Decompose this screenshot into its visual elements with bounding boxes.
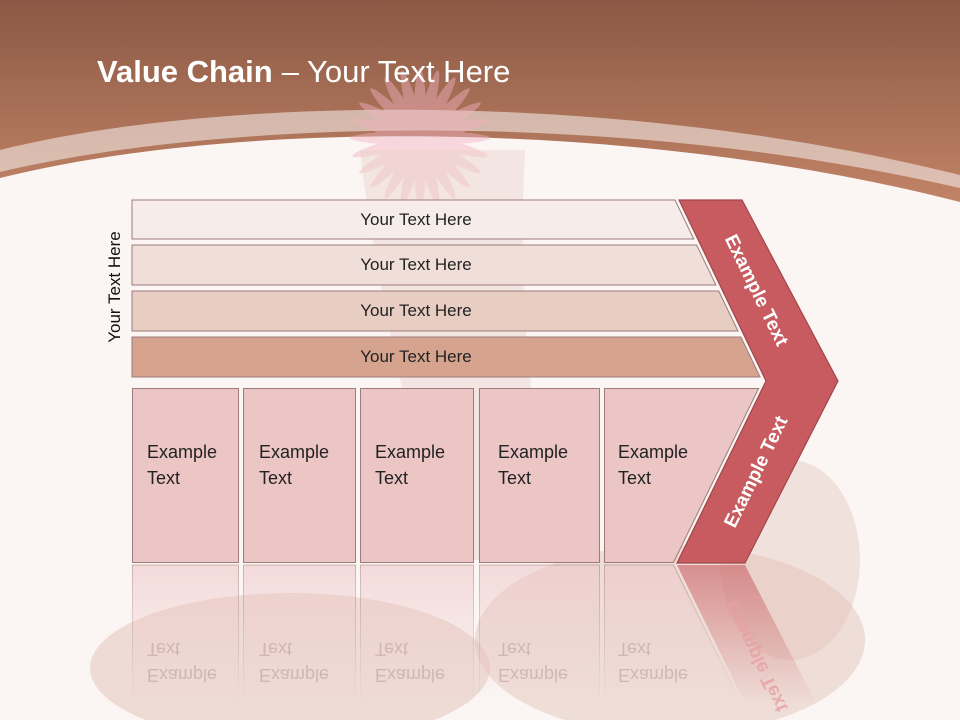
box-4 <box>479 388 600 563</box>
header-arc-band <box>0 109 960 188</box>
slide-title-bold: Value Chain <box>97 54 273 89</box>
reflection: Example Text <box>132 564 823 716</box>
box-5-label: Example Text <box>618 442 689 488</box>
bar-4 <box>131 336 761 378</box>
chevron-upper-arm <box>679 200 838 381</box>
box-1-reflection <box>132 564 239 716</box>
box-2-label: Example Text <box>259 442 330 488</box>
box-5-reflection <box>604 564 748 716</box>
bar-1-label: Your Text Here <box>360 210 472 229</box>
flower-image <box>350 68 490 208</box>
box-2 <box>243 388 356 563</box>
slide-title-regular: – Your Text Here <box>281 54 511 89</box>
flower-petal <box>352 118 488 158</box>
box-4-label-reflection: Example Text <box>498 639 569 685</box>
box-4-reflection <box>479 564 600 716</box>
flower-petal <box>350 131 490 145</box>
side-label: Your Text Here <box>105 231 124 343</box>
box-5-label-reflection: Example Text <box>618 639 689 685</box>
chevron-outline <box>676 199 839 564</box>
bar-3-label: Your Text Here <box>360 301 472 320</box>
bar-1 <box>131 199 695 240</box>
flower-petal <box>352 118 488 158</box>
slide-title: Value Chain– Your Text Here <box>97 52 510 92</box>
box-2-reflection <box>243 564 356 716</box>
box-2-label-reflection: Example Text <box>259 639 330 685</box>
box-1-label: Example Text <box>147 442 218 488</box>
box-4-label: Example Text <box>498 442 569 488</box>
bar-4-label: Your Text Here <box>360 347 472 366</box>
box-1 <box>132 388 239 563</box>
box-3-label: Example Text <box>375 442 446 488</box>
bar-2 <box>131 244 717 286</box>
chevron-reflection <box>677 565 823 715</box>
box-3-label-reflection: Example Text <box>375 639 446 685</box>
bar-2-label: Your Text Here <box>360 255 472 274</box>
box-5 <box>604 388 760 563</box>
box-3-reflection <box>360 564 474 716</box>
box-1-label-reflection: Example Text <box>147 639 218 685</box>
chevron-lower-arm <box>677 381 838 563</box>
bar-3 <box>131 290 739 332</box>
box-3 <box>360 388 474 563</box>
